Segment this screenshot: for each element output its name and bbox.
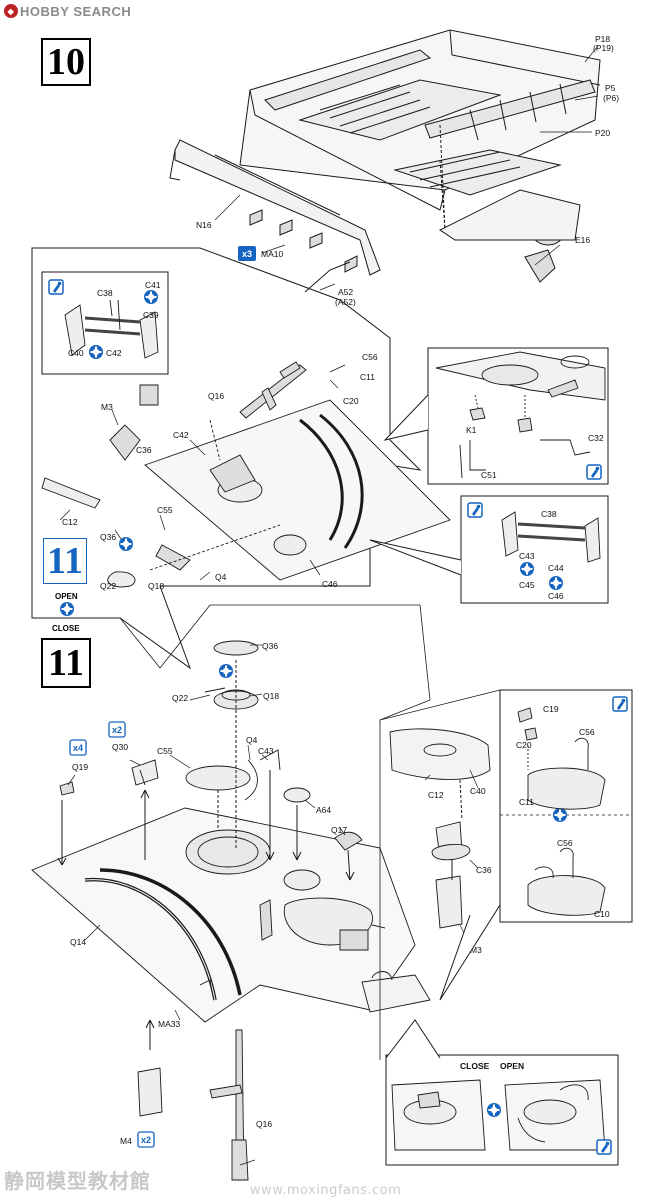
label-c43-11: C43 — [258, 746, 274, 756]
label-c45: C45 — [519, 580, 535, 590]
inset-hatch-detail-tr: K1 C32 C51 — [427, 347, 609, 485]
label-c56-r1: C56 — [579, 727, 595, 737]
label-c46-mr: C46 — [548, 591, 564, 601]
label-c42: C42 — [106, 348, 122, 358]
label-c32: C32 — [588, 433, 604, 443]
label-c51: C51 — [481, 470, 497, 480]
svg-text:x3: x3 — [242, 249, 252, 259]
multiplier-x3-badge: x3 — [238, 246, 256, 261]
label-p5: P5 — [605, 83, 616, 93]
label-c12: C12 — [62, 517, 78, 527]
inset-r-pointer — [439, 904, 501, 1001]
label-q4-11: Q4 — [246, 735, 258, 745]
inset-shock-absorber-mr: C38 C43 C45 C44 C46 — [460, 495, 609, 604]
svg-text:x2: x2 — [112, 725, 122, 735]
label-p18: P18 — [595, 34, 610, 44]
label-q22: Q22 — [100, 581, 116, 591]
label-q19: Q19 — [72, 762, 88, 772]
label-q18-11: Q18 — [263, 691, 279, 701]
inset-tr-pointer — [383, 394, 429, 441]
step-number-10: 10 — [41, 38, 91, 86]
rifle-q16-drawing — [239, 361, 307, 419]
open-label: OPEN — [55, 592, 78, 601]
label-ma10: MA10 — [261, 249, 283, 259]
label-c41: C41 — [145, 280, 161, 290]
multiplier-x2-m4-badge: x2 — [137, 1131, 155, 1148]
label-q22-11: Q22 — [172, 693, 188, 703]
hull-frame-drawing — [169, 29, 601, 293]
label-q30: Q30 — [112, 742, 128, 752]
label-c56: C56 — [362, 352, 378, 362]
inset-shock-absorber-tl: C41 C38 C39 C40 C42 — [41, 271, 169, 375]
step-number-11: 11 — [41, 638, 91, 688]
label-c44: C44 — [548, 563, 564, 573]
label-c20: C20 — [343, 396, 359, 406]
label-c46: C46 — [322, 579, 338, 589]
label-a52-alt: (A52) — [335, 297, 356, 307]
label-a52: A52 — [338, 287, 353, 297]
label-c56-r2: C56 — [557, 838, 573, 848]
label-c38: C38 — [97, 288, 113, 298]
label-q36: Q36 — [100, 532, 116, 542]
label-e16: E16 — [575, 235, 590, 245]
label-p19: (P19) — [593, 43, 614, 53]
site-header: ◆ HOBBY SEARCH — [4, 3, 131, 19]
label-c11-r: C11 — [519, 797, 534, 807]
label-c38-mr: C38 — [541, 509, 557, 519]
label-open-inset: OPEN — [500, 1061, 524, 1071]
label-c43: C43 — [519, 551, 535, 561]
inset-mr-pointer — [369, 539, 462, 576]
hatch-panel-drawing — [41, 384, 451, 588]
label-p6: (P6) — [603, 93, 619, 103]
label-close-inset: CLOSE — [460, 1061, 490, 1071]
label-k1: K1 — [466, 425, 477, 435]
label-p20: P20 — [595, 128, 610, 138]
label-c42-body: C42 — [173, 430, 189, 440]
label-c12-11: C12 — [428, 790, 444, 800]
label-c40-11: C40 — [470, 786, 486, 796]
label-c36: C36 — [136, 445, 152, 455]
label-m3: M3 — [101, 402, 113, 412]
close-label: CLOSE — [52, 624, 80, 633]
rifle-q16-bottom-drawing — [209, 1029, 249, 1181]
label-q17: Q17 — [331, 825, 347, 835]
step11-parts-drawing — [59, 640, 491, 1013]
svg-text:x4: x4 — [73, 743, 83, 753]
inset-bottom-pointer — [385, 1019, 441, 1059]
label-c40: C40 — [68, 348, 84, 358]
label-q16-top: Q16 — [208, 391, 224, 401]
label-c39: C39 — [143, 310, 159, 320]
watermark-chinese: 静岡模型教材館 — [4, 1169, 151, 1193]
label-c10: C10 — [594, 909, 610, 919]
step11-hull-panel-drawing — [31, 807, 416, 1023]
inset-hatch-handles-r: C19 C20 C56 C11 C56 C10 — [499, 689, 633, 923]
label-c55: C55 — [157, 505, 173, 515]
svg-text:x2: x2 — [141, 1135, 151, 1145]
hobby-search-logo-icon: ◆ — [4, 4, 18, 18]
label-c11: C11 — [360, 372, 375, 382]
watermark-url: www.moxingfans.com — [250, 1183, 402, 1198]
label-q16-bottom: Q16 — [256, 1119, 272, 1129]
label-c36-11: C36 — [476, 865, 492, 875]
part-m4-drawing — [137, 1067, 163, 1117]
label-ma33: MA33 — [158, 1019, 180, 1029]
label-m4: M4 — [120, 1136, 132, 1146]
inset-open-close-views: CLOSE OPEN — [385, 1054, 619, 1166]
label-q14: Q14 — [70, 937, 86, 947]
step11-callout-lines — [159, 604, 431, 1060]
label-q4: Q4 — [215, 572, 227, 582]
label-q36-11: Q36 — [262, 641, 278, 651]
label-q18: Q18 — [148, 581, 164, 591]
label-c20-r: C20 — [516, 740, 532, 750]
multiplier-x4-q19-badge: x4 — [69, 739, 87, 756]
site-name: HOBBY SEARCH — [20, 3, 132, 19]
label-c19: C19 — [543, 704, 559, 714]
label-c55-11: C55 — [157, 746, 173, 756]
step-reference-11: 11 — [43, 538, 87, 584]
multiplier-x2-q30-badge: x2 — [108, 721, 126, 738]
label-m3-11: M3 — [470, 945, 482, 955]
label-a64: A64 — [316, 805, 331, 815]
label-n16: N16 — [196, 220, 212, 230]
